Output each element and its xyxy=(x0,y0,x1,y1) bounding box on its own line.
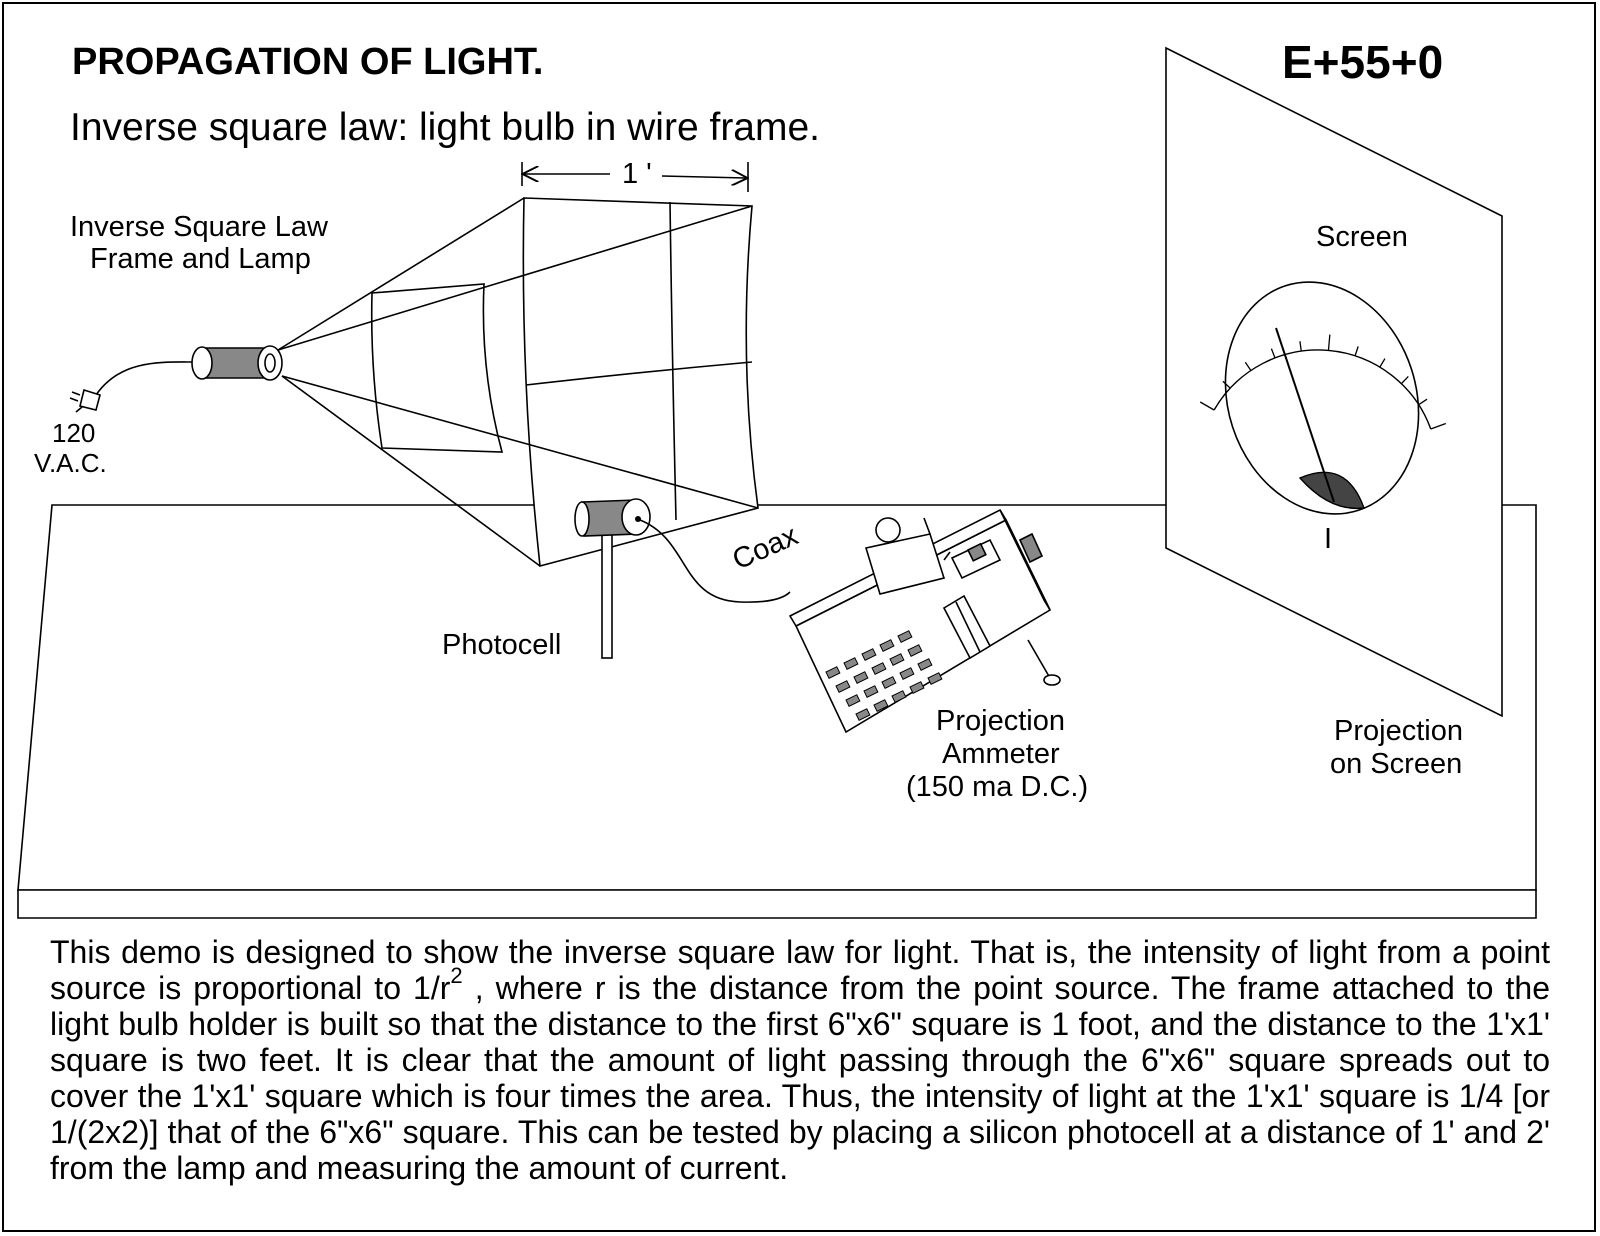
meter-needle xyxy=(1275,327,1335,503)
lamp-holder xyxy=(69,345,283,413)
keypad-key xyxy=(843,657,859,670)
keypad-key xyxy=(907,644,923,657)
ammeter-keypad xyxy=(825,630,943,721)
keypad-key xyxy=(927,672,943,685)
frame-label-line1: Inverse Square Law xyxy=(70,211,329,243)
keypad-key xyxy=(853,671,869,684)
power-label-line1: 120 xyxy=(52,418,95,448)
keypad-key xyxy=(873,699,889,712)
keypad-key xyxy=(871,662,887,675)
meter-scale-tick xyxy=(1379,358,1386,368)
frame-label-line2: Frame and Lamp xyxy=(90,243,311,275)
photocell-label: Photocell xyxy=(442,629,561,661)
meter-scale-tick xyxy=(1430,422,1447,430)
meter-scale-tick xyxy=(1418,398,1428,406)
projection-screen xyxy=(1165,46,1503,718)
meter-scale-tick xyxy=(1400,376,1409,385)
demo-code: E+55+0 xyxy=(1282,36,1443,88)
dimension-arrow: 1 ' xyxy=(522,158,748,192)
meter-scale-tick xyxy=(1244,361,1252,371)
keypad-key xyxy=(863,685,879,698)
projection-label-line1: Projection xyxy=(1334,715,1463,747)
meter-scale-tick xyxy=(1270,348,1276,359)
description-text-1: This demo is designed to show the invers… xyxy=(50,934,1550,1006)
ammeter-label-line1: Projection xyxy=(936,705,1065,737)
apparatus-diagram: PROPAGATION OF LIGHT. E+55+0 Inverse squ… xyxy=(17,36,1537,919)
plug-icon xyxy=(69,388,101,413)
meter-scale-tick xyxy=(1327,334,1331,351)
inverse-square-frame xyxy=(277,197,759,568)
meter-symbol: I xyxy=(1324,523,1332,555)
screen-label: Screen xyxy=(1316,221,1408,253)
keypad-key xyxy=(845,694,861,707)
keypad-key xyxy=(917,658,933,671)
meter-scale-tick xyxy=(1299,341,1302,352)
keypad-key xyxy=(899,667,915,680)
description-text-2: , where r is the distance from the point… xyxy=(50,970,1551,1186)
projection-label-line2: on Screen xyxy=(1330,748,1462,780)
power-label-line2: V.A.C. xyxy=(34,448,107,478)
table xyxy=(17,504,1537,919)
meter-scale-tick xyxy=(1222,380,1231,389)
page-subtitle: Inverse square law: light bulb in wire f… xyxy=(70,106,820,149)
meter-scale-tick xyxy=(1199,401,1215,411)
ammeter-label-line3: (150 ma D.C.) xyxy=(906,771,1088,803)
keypad-key xyxy=(835,680,851,693)
keypad-key xyxy=(879,639,895,652)
ammeter-label-line2: Ammeter xyxy=(942,738,1060,770)
dimension-label: 1 ' xyxy=(622,158,652,190)
keypad-key xyxy=(909,681,925,694)
description-exponent: 2 xyxy=(450,963,463,989)
keypad-key xyxy=(891,690,907,703)
keypad-key xyxy=(825,666,841,679)
photocell xyxy=(574,498,791,659)
meter-scale-tick xyxy=(1354,346,1359,357)
meter-scale-arc xyxy=(1213,349,1432,430)
page-title: PROPAGATION OF LIGHT. xyxy=(72,41,543,83)
keypad-key xyxy=(897,630,913,643)
keypad-key xyxy=(861,648,877,661)
keypad-key xyxy=(889,653,905,666)
keypad-key xyxy=(855,708,871,721)
meter-scale xyxy=(1199,334,1447,430)
keypad-key xyxy=(881,676,897,689)
description: This demo is designed to show the invers… xyxy=(50,934,1550,1186)
